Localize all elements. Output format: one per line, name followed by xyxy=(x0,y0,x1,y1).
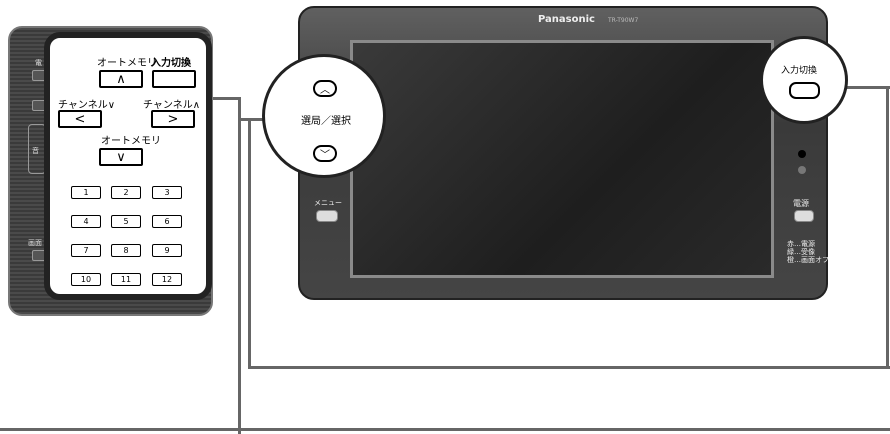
number-key-5[interactable]: 5 xyxy=(111,215,141,228)
connector-line xyxy=(241,118,263,121)
number-key-6[interactable]: 6 xyxy=(152,215,182,228)
auto-memory-label-bottom: オートメモリ xyxy=(101,136,161,147)
connector-line xyxy=(0,428,890,431)
number-key-10[interactable]: 10 xyxy=(71,273,101,286)
tv-screen xyxy=(350,40,774,278)
number-key-label: 6 xyxy=(164,217,170,226)
number-key-11[interactable]: 11 xyxy=(111,273,141,286)
right-glyph: > xyxy=(167,111,179,127)
number-key-label: 5 xyxy=(123,217,129,226)
left-glyph: < xyxy=(74,111,86,127)
remote-side-volume-label: 音 xyxy=(32,147,39,155)
number-key-label: 9 xyxy=(164,246,170,255)
connector-line xyxy=(238,97,241,434)
up-glyph: ∧ xyxy=(116,71,126,87)
number-key-label: 4 xyxy=(83,217,89,226)
chevron-down-icon: ﹀ xyxy=(320,150,330,161)
power-label: 電源 xyxy=(793,199,809,208)
input-switch-button[interactable] xyxy=(152,70,196,88)
select-down-button[interactable]: ﹀ xyxy=(313,145,337,162)
number-key-label: 7 xyxy=(83,246,89,255)
input-switch-label: 入力切換 xyxy=(151,58,191,69)
brand-logo: Panasonic xyxy=(538,14,595,25)
number-key-1[interactable]: 1 xyxy=(71,186,101,199)
indicator-green: 緑…受像 xyxy=(787,248,815,256)
connector-line xyxy=(886,86,889,369)
number-key-label: 1 xyxy=(83,188,89,197)
remote-side-power-label: 電 xyxy=(35,59,42,67)
channel-down-label: チャンネル∨ xyxy=(58,100,116,111)
select-callout xyxy=(262,54,386,178)
chevron-up-icon: ︿ xyxy=(320,85,330,96)
channel-down-button[interactable]: < xyxy=(58,110,102,128)
number-key-3[interactable]: 3 xyxy=(152,186,182,199)
menu-label: メニュー xyxy=(314,199,342,207)
connector-line xyxy=(205,97,241,100)
number-key-label: 12 xyxy=(161,275,173,284)
select-label: 選局／選択 xyxy=(301,116,351,127)
connector-line xyxy=(248,366,890,369)
indicator-legend: 赤…電源 緑…受像 橙…画面オフ xyxy=(787,240,829,264)
number-key-label: 10 xyxy=(80,275,92,284)
model-number: TR-T90W7 xyxy=(608,17,639,24)
indicator-orange: 橙…画面オフ xyxy=(787,256,829,264)
connector-line xyxy=(248,118,251,368)
select-up-button[interactable]: ︿ xyxy=(313,80,337,97)
tv-input-switch-label: 入力切換 xyxy=(781,66,818,76)
channel-up-button[interactable]: > xyxy=(151,110,195,128)
indicator-lamp xyxy=(798,166,806,174)
connector-line xyxy=(846,86,890,89)
number-key-7[interactable]: 7 xyxy=(71,244,101,257)
channel-up-label: チャンネル∧ xyxy=(143,100,201,111)
input-switch-callout xyxy=(760,36,848,124)
number-key-12[interactable]: 12 xyxy=(152,273,182,286)
number-key-4[interactable]: 4 xyxy=(71,215,101,228)
menu-button[interactable] xyxy=(316,210,338,222)
auto-memory-down-button[interactable]: ∨ xyxy=(99,148,143,166)
power-button[interactable] xyxy=(794,210,814,222)
number-key-label: 8 xyxy=(123,246,129,255)
number-key-label: 2 xyxy=(123,188,129,197)
tv-input-switch-button[interactable] xyxy=(789,82,820,99)
number-key-8[interactable]: 8 xyxy=(111,244,141,257)
auto-memory-up-button[interactable]: ∧ xyxy=(99,70,143,88)
number-key-9[interactable]: 9 xyxy=(152,244,182,257)
number-key-label: 3 xyxy=(164,188,170,197)
sensor-dot xyxy=(798,150,806,158)
remote-side-screen-label: 画面 xyxy=(28,239,42,247)
auto-memory-label: オートメモリ xyxy=(97,58,157,69)
down-glyph: ∨ xyxy=(116,149,126,165)
indicator-red: 赤…電源 xyxy=(787,240,815,248)
number-key-label: 11 xyxy=(120,275,132,284)
number-key-2[interactable]: 2 xyxy=(111,186,141,199)
